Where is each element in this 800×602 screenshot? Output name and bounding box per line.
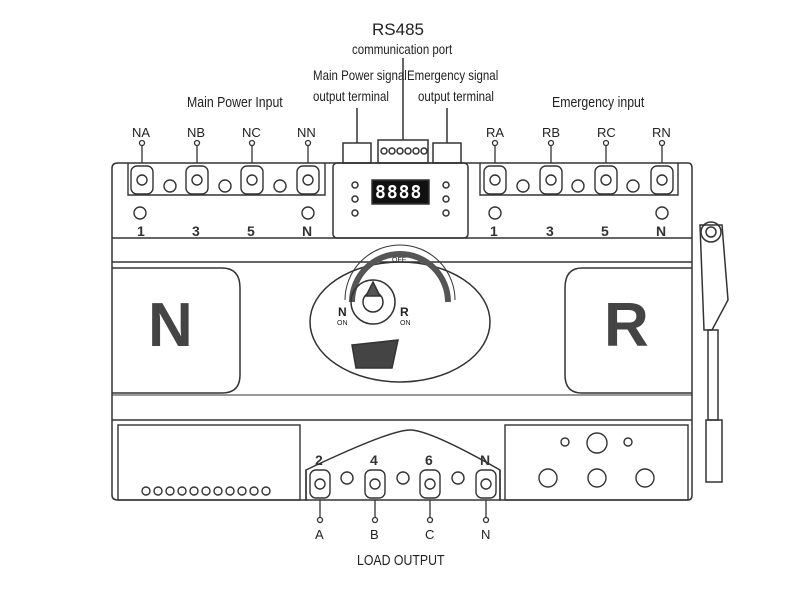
emergency-number-1: 1	[490, 223, 498, 239]
selector-n-letter: N	[338, 305, 347, 319]
terminal-label-nn: NN	[297, 125, 316, 140]
terminal-label-rb: RB	[542, 125, 561, 140]
emergency-input-terminals	[479, 163, 679, 220]
bottom-right-block	[504, 424, 689, 501]
rs485-title: RS485	[372, 20, 424, 39]
terminal-label-rn: RN	[652, 125, 671, 140]
load-number-4: 4	[370, 452, 378, 468]
top-terminal-leaders	[138, 139, 666, 163]
load-label-c: C	[425, 527, 435, 542]
selector-off-label: OFF	[392, 257, 406, 264]
control-panel	[332, 162, 469, 239]
device-body	[111, 162, 693, 501]
emergency-signal-label-2: output terminal	[418, 88, 494, 104]
emergency-signal-connector	[432, 142, 462, 164]
emergency-number-3: 3	[546, 223, 554, 239]
main-number-3: 3	[192, 223, 200, 239]
load-number-6: 6	[425, 452, 433, 468]
load-label-a: A	[315, 527, 324, 542]
terminal-label-ra: RA	[486, 125, 505, 140]
load-number-2: 2	[315, 452, 323, 468]
main-input-terminals	[127, 163, 326, 220]
load-output-terminals	[305, 469, 501, 501]
mode-selector	[309, 244, 491, 383]
selector-n-state: ON	[337, 320, 348, 327]
emergency-input-label: Emergency input	[552, 94, 645, 111]
main-number-n: N	[302, 223, 313, 239]
terminal-label-nc: NC	[242, 125, 261, 140]
side-panel-n: N	[148, 291, 193, 360]
display-readout: 8888	[375, 182, 423, 203]
main-signal-connector	[342, 142, 372, 164]
load-label-b: B	[370, 527, 379, 542]
operating-handle	[699, 221, 729, 483]
side-panel-r: R	[604, 291, 649, 360]
selector-grip	[351, 339, 399, 369]
terminal-label-nb: NB	[187, 125, 206, 140]
load-label-n: N	[481, 527, 491, 542]
load-output-title: LOAD OUTPUT	[357, 552, 445, 569]
selector-r-state: ON	[400, 320, 411, 327]
display-window	[371, 179, 430, 205]
emergency-number-n: N	[656, 223, 667, 239]
terminal-label-rc: RC	[597, 125, 616, 140]
terminal-label-na: NA	[132, 125, 151, 140]
load-number-n: N	[480, 452, 491, 468]
emergency-signal-label-1: Emergency signal	[407, 67, 499, 83]
rs485-pins	[380, 147, 428, 155]
main-number-1: 1	[137, 223, 145, 239]
right-panel	[564, 267, 692, 394]
left-panel	[112, 267, 241, 394]
main-number-5: 5	[247, 223, 255, 239]
main-signal-label-1: Main Power signal	[313, 67, 407, 83]
main-signal-label-2: output terminal	[313, 88, 389, 104]
bottom-left-block	[117, 424, 301, 501]
selector-r-letter: R	[400, 305, 409, 319]
rs485-subtitle: communication port	[352, 41, 453, 57]
load-leaders	[316, 500, 490, 524]
emergency-number-5: 5	[601, 223, 609, 239]
main-power-input-label: Main Power Input	[187, 94, 283, 111]
